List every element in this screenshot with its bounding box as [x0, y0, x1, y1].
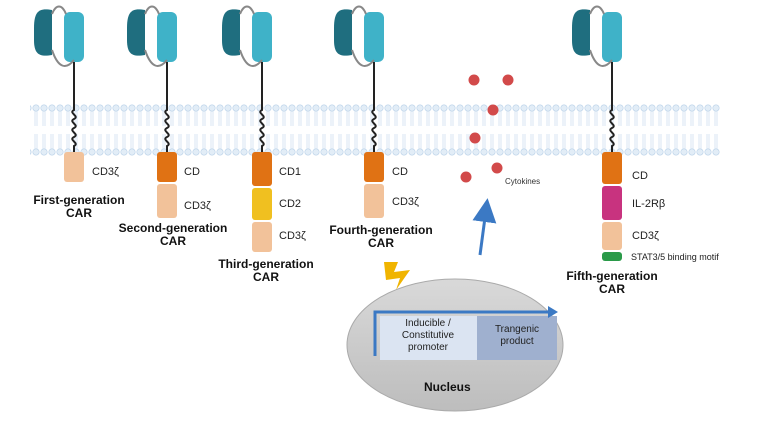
car-4-cd3z-label: CD3ζ [392, 196, 419, 208]
car-2-receptor [127, 5, 177, 67]
car-4-cd-label: CD [392, 166, 408, 178]
car-2-cd3z-label: CD3ζ [184, 200, 211, 212]
promoter-box [380, 316, 477, 360]
car-5-cd-domain [602, 152, 622, 184]
promoter-arrow [373, 310, 552, 356]
car-3-cd3z-domain [252, 222, 272, 252]
lightning-icon [384, 262, 410, 290]
car-3-cd2-domain [252, 188, 272, 220]
car-3-cd3z-label: CD3ζ [279, 230, 306, 242]
secretion-arrow [472, 198, 497, 256]
car-5-cd3z-label: CD3ζ [632, 230, 659, 242]
car-4-receptor [334, 5, 384, 67]
car-5-receptor [572, 5, 622, 67]
car-3-transmembrane [259, 62, 265, 152]
car-4-cd-domain [364, 152, 384, 182]
cytokine-dot [502, 74, 514, 86]
car-2-cd3z-domain [157, 184, 177, 218]
cytokines-label: Cytokines [505, 177, 541, 186]
car-1-cd3z-label: CD3ζ [92, 166, 119, 178]
cytokine-dot [460, 171, 472, 183]
car-1-cd3z-domain [64, 152, 84, 182]
cytokine-dots [460, 74, 514, 183]
car-2-transmembrane [164, 62, 170, 152]
car-5-transmembrane [609, 62, 615, 152]
car-3-receptor [222, 5, 272, 67]
car-3-cd1-domain [252, 152, 272, 186]
cytokine-dot [468, 74, 480, 86]
promoter-label: Inducible / Constitutive promoter [401, 318, 455, 353]
stat-binding-motif [602, 252, 622, 261]
stat-motif-label: STAT3/5 binding motif [631, 252, 719, 262]
car-5-cd-label: CD [632, 170, 648, 182]
car-3-cd2-label: CD2 [279, 198, 302, 210]
car-3-cd1-label: CD1 [279, 166, 302, 178]
car-4-cd3z-domain [364, 184, 384, 218]
car-4-transmembrane [371, 62, 377, 152]
cytokine-dot [487, 104, 499, 116]
car-1-receptor [34, 5, 84, 67]
car-5-il2rb-domain [602, 186, 622, 220]
car-5-cd3z-domain [602, 222, 622, 250]
nucleus-label: Nucleus [424, 380, 471, 394]
product-box [477, 316, 557, 360]
car-5-il2rb-label: IL-2Rβ [632, 198, 666, 210]
car-1-transmembrane [71, 62, 77, 152]
car-2-cd-label: CD [184, 166, 200, 178]
cytokine-dot [469, 132, 481, 144]
car-2-cd-domain [157, 152, 177, 182]
product-label: Trangenic product [494, 324, 540, 347]
cytokine-dot [491, 162, 503, 174]
